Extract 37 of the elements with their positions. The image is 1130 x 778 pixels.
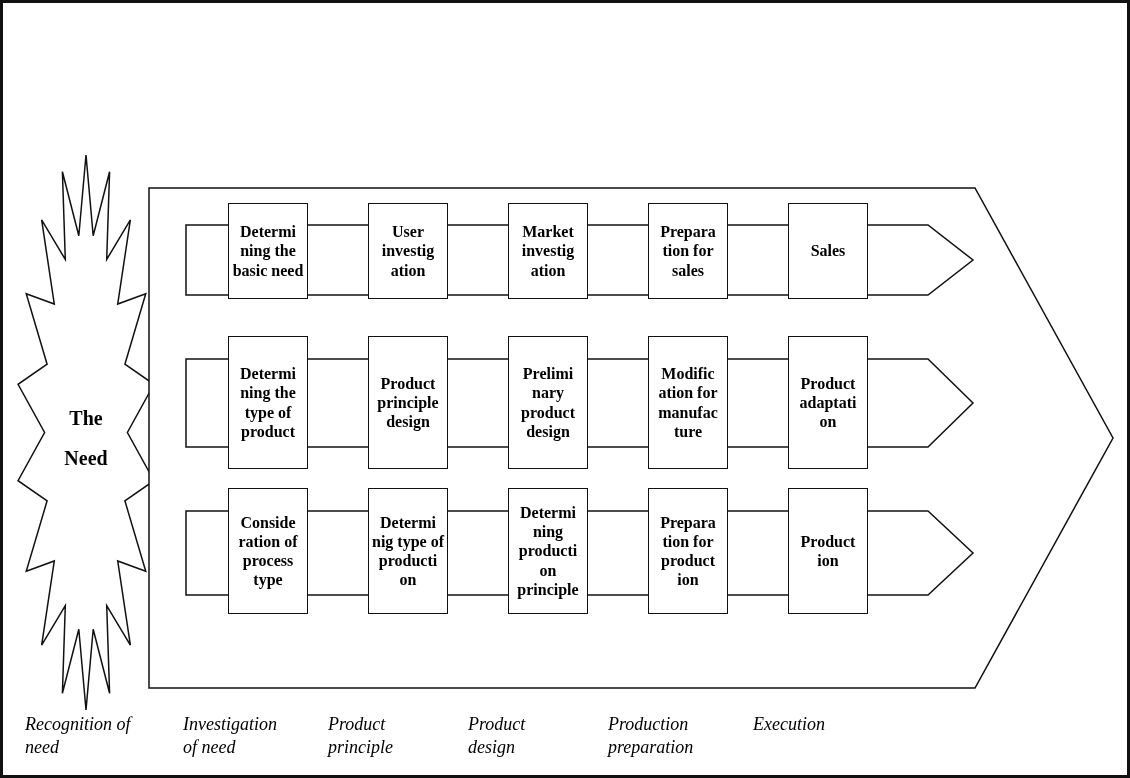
step-label: Prepara tion for sales [659, 222, 717, 280]
step-box [508, 488, 588, 614]
need-label: The Need [63, 405, 109, 471]
step-box [788, 336, 868, 469]
step-label: Prepara tion for product ion [659, 512, 717, 590]
step-box [228, 488, 308, 614]
step-label: Modific ation for manufac ture [657, 364, 719, 441]
step-label: Determi ning producti on principle [516, 503, 580, 599]
step-box [788, 488, 868, 614]
step-label: Determi ning the basic need [232, 222, 304, 280]
step-box [648, 488, 728, 614]
step-box [788, 203, 868, 299]
step-label: Determi ning the type of product [239, 364, 297, 441]
step-box [228, 203, 308, 299]
step-box [368, 336, 448, 469]
phase-label: Recognition of need [25, 713, 133, 758]
phase-label: Execution [753, 713, 826, 736]
step-label: User investig ation [380, 222, 436, 280]
step-box [508, 203, 588, 299]
step-box [228, 336, 308, 469]
step-label: Product adaptati on [798, 373, 858, 432]
phase-label: Investigation of need [183, 713, 278, 758]
step-label: Sales [810, 241, 846, 261]
step-label: Prelimi nary product design [520, 364, 576, 441]
step-box [508, 336, 588, 469]
step-label: Product principle design [376, 373, 440, 432]
step-label: Conside ration of process type [237, 512, 299, 590]
phase-label: Product design [468, 713, 527, 758]
step-label: Determi nig type of producti on [372, 512, 444, 590]
phase-label: Production preparation [608, 713, 695, 758]
step-box [648, 203, 728, 299]
phase-label: Product principle [328, 713, 394, 758]
step-box [648, 336, 728, 469]
step-label: Product ion [799, 531, 857, 571]
step-box [368, 488, 448, 614]
step-label: Market investig ation [520, 222, 576, 280]
step-box [368, 203, 448, 299]
